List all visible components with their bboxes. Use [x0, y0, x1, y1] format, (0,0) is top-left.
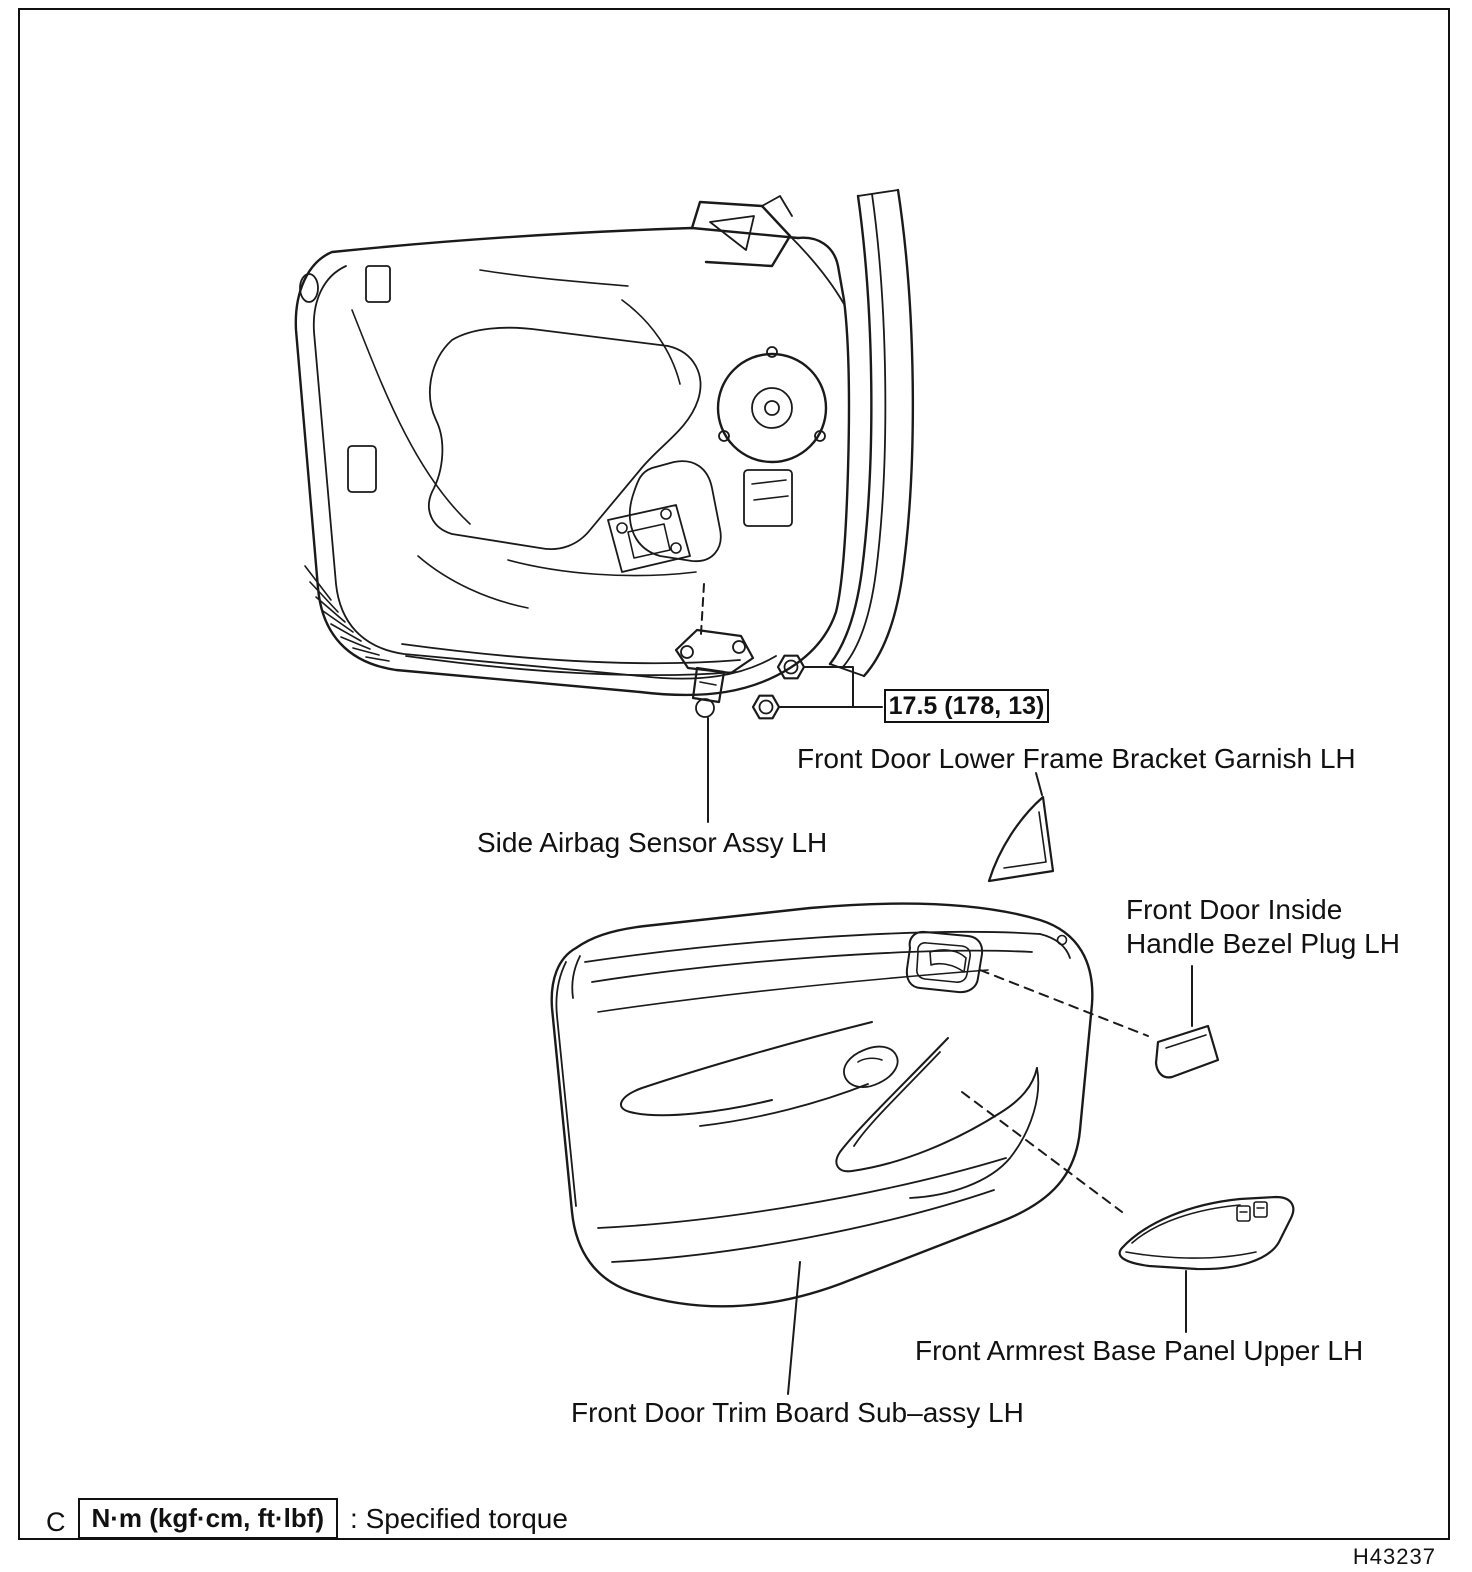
- door-trim-board-drawing: [550, 902, 1094, 1308]
- garnish-part-drawing: [987, 772, 1055, 883]
- label-front-door-lower-frame-bracket-garnish: Front Door Lower Frame Bracket Garnish L…: [797, 743, 1356, 774]
- bezel-plug-part-drawing: [1154, 965, 1220, 1079]
- legend-marker: C: [46, 1507, 66, 1537]
- legend-description: : Specified torque: [350, 1502, 568, 1534]
- torque-legend: C N·m (kgf·cm, ft·lbf) : Specified torqu…: [46, 1498, 568, 1539]
- torque-spec-callout: 17.5 (178, 13): [884, 689, 1049, 723]
- trim-board-leader: [787, 1261, 801, 1395]
- label-front-door-inside-handle-bezel-plug-line1: Front Door Inside: [1126, 894, 1343, 925]
- label-front-door-trim-board-subassy: Front Door Trim Board Sub–assy LH: [571, 1397, 1024, 1428]
- removal-dashed-leaders: [961, 969, 1149, 1213]
- legend-torque-unit-box: N·m (kgf·cm, ft·lbf): [77, 1498, 339, 1539]
- diagram-border: [18, 8, 1450, 1540]
- label-front-armrest-base-panel-upper: Front Armrest Base Panel Upper LH: [915, 1335, 1364, 1366]
- figure-code: H43237: [1352, 1544, 1436, 1569]
- corner-hatching: [304, 565, 390, 662]
- torque-leader-lines: [707, 666, 883, 823]
- label-side-airbag-sensor-assy: Side Airbag Sensor Assy LH: [477, 827, 828, 858]
- door-inner-panel-drawing: [294, 188, 915, 697]
- label-front-door-inside-handle-bezel-plug-line2: Handle Bezel Plug LH: [1126, 928, 1400, 959]
- side-airbag-sensor-drawing: [674, 583, 806, 720]
- armrest-switch-panel-drawing: [1118, 1195, 1295, 1333]
